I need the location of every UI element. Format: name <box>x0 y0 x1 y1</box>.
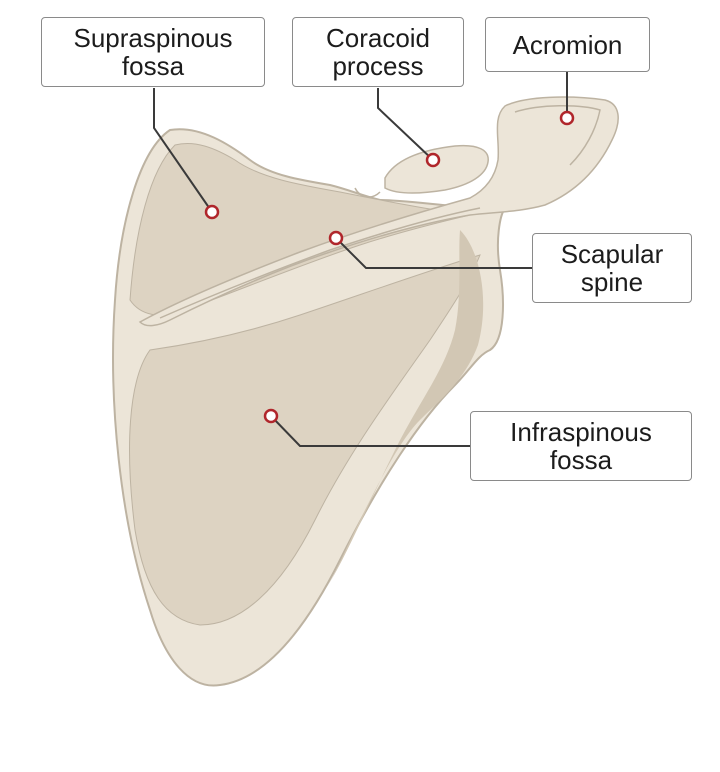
label-infraspinous-line1: Infraspinous <box>510 417 652 447</box>
label-scapular-line2: spine <box>580 267 644 297</box>
leader-coracoid <box>377 88 434 161</box>
marker-infraspinous-fossa <box>263 408 279 424</box>
label-scapular-spine: Scapular spine <box>532 233 692 303</box>
marker-supraspinous-fossa <box>204 204 220 220</box>
infraspinous-fossa-region <box>129 254 481 626</box>
leader-scapular-spine <box>335 237 533 269</box>
coracoid-shape <box>384 144 489 194</box>
lateral-border-shade <box>325 230 484 590</box>
label-coracoid-line1: Coracoid <box>325 23 431 53</box>
label-acromion-line1: Acromion <box>512 29 623 60</box>
leader-supraspinous <box>153 88 213 213</box>
label-supraspinous-fossa: Supraspinous fossa <box>41 17 265 87</box>
label-scapular-line1: Scapular <box>560 239 664 269</box>
label-supraspinous-line1: Supraspinous <box>73 23 233 53</box>
leader-infraspinous <box>270 415 471 447</box>
supraspinous-fossa-region <box>129 142 471 316</box>
label-acromion: Acromion <box>485 17 650 72</box>
label-supraspinous-line2: fossa <box>121 51 185 81</box>
marker-acromion <box>559 110 575 126</box>
acromion-highlight <box>514 105 601 166</box>
label-coracoid-process: Coracoid process <box>292 17 464 87</box>
spine-highlight <box>159 207 481 319</box>
marker-scapular-spine <box>328 230 344 246</box>
suprascapular-notch <box>354 187 381 198</box>
label-infraspinous-line2: fossa <box>549 445 613 475</box>
marker-coracoid-process <box>425 152 441 168</box>
label-coracoid-line2: process <box>332 51 424 81</box>
label-infraspinous-fossa: Infraspinous fossa <box>470 411 692 481</box>
scapular-spine-shape <box>138 96 619 327</box>
